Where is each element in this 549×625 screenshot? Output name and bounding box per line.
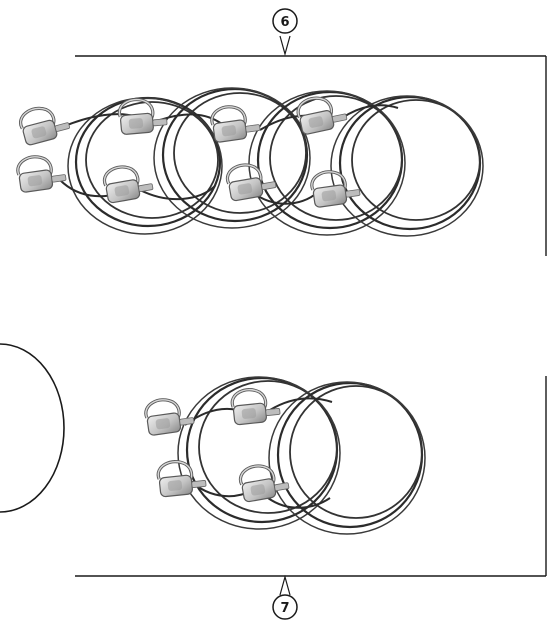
cable-loop-icon xyxy=(267,381,426,535)
callout-7-pointer xyxy=(279,574,291,596)
eye-clamp-icon xyxy=(16,99,74,148)
bottom-bracket xyxy=(75,376,547,577)
top-bracket xyxy=(75,55,547,256)
cable-group-top xyxy=(14,87,484,237)
callout-7: 7 xyxy=(272,574,298,620)
callout-6-circle xyxy=(272,8,298,34)
partial-circle xyxy=(0,343,65,513)
cable-loop-icon xyxy=(248,90,406,236)
cable-loop-icon xyxy=(330,95,484,237)
eye-clamp-icon xyxy=(229,384,283,427)
eye-clamp-icon xyxy=(208,101,263,145)
callout-6-pointer xyxy=(279,35,291,57)
callout-6: 6 xyxy=(272,8,298,57)
callout-7-circle xyxy=(272,594,298,620)
eye-clamp-icon xyxy=(294,90,350,137)
cable-loop-icon xyxy=(139,87,311,229)
eye-clamp-icon xyxy=(142,394,197,438)
callout-6-label: 6 xyxy=(280,15,289,30)
eye-clamp-icon xyxy=(100,160,156,206)
cable-group-bottom xyxy=(142,376,426,535)
callout-7-label: 7 xyxy=(280,601,289,616)
eye-clamp-icon xyxy=(14,151,69,195)
